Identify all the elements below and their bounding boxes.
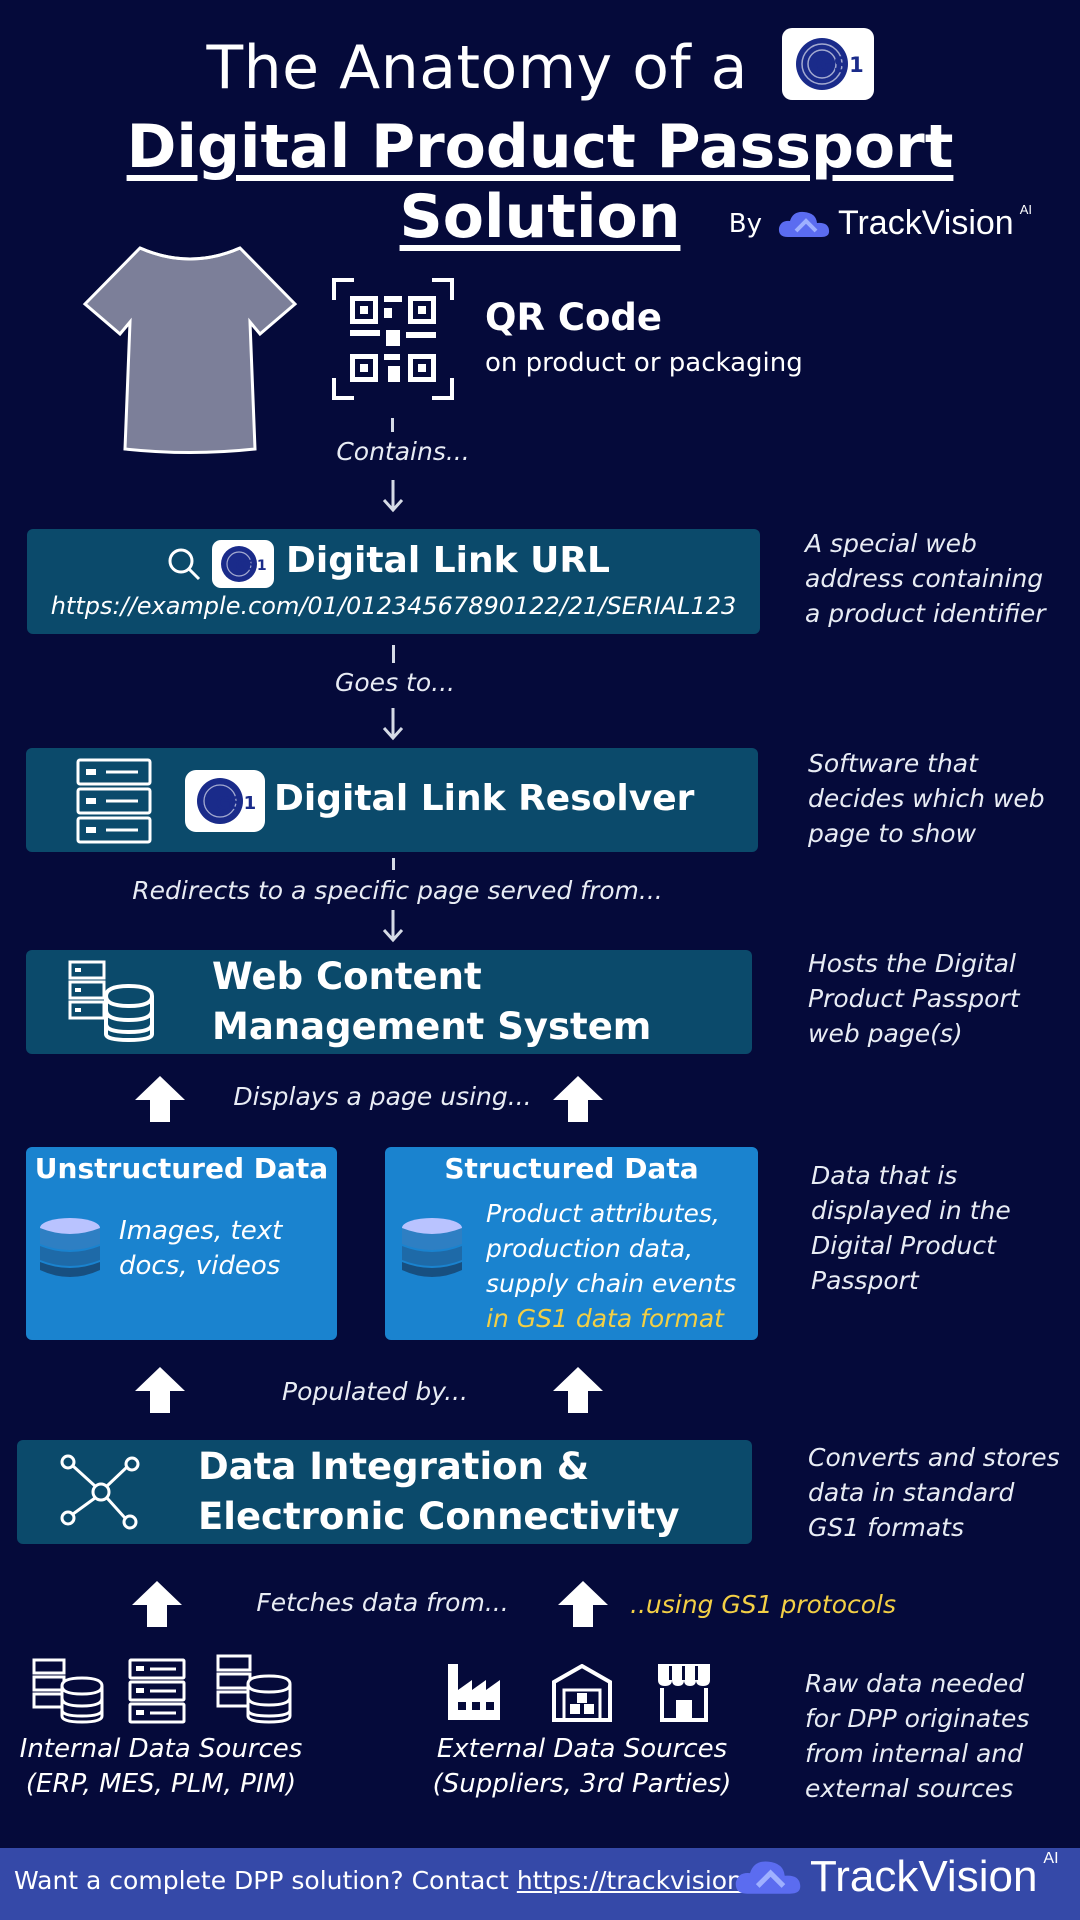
tshirt-icon: [82, 246, 298, 454]
by-label: By: [728, 208, 762, 239]
connector-dash: [392, 858, 395, 870]
cloud-icon: [735, 1861, 801, 1894]
gs1-format-highlight: in GS1 data format: [486, 1304, 724, 1333]
digital-link-title: Digital Link URL: [286, 540, 610, 581]
trackvision-logo: TrackVision AI: [776, 202, 1032, 243]
arrow-down-icon: [382, 708, 404, 741]
page-subtitle: Digital Product Passport Solution: [126, 112, 954, 252]
database-icon: [40, 1218, 100, 1277]
qr-title: QR Code: [485, 296, 662, 339]
connector-dash: [391, 418, 394, 432]
resolver-panel: [26, 748, 758, 852]
connector-fetches: Fetches data from...: [256, 1588, 509, 1617]
server-icon: [128, 1658, 186, 1724]
qr-subtitle: on product or packaging: [485, 348, 803, 378]
warehouse-icon: [552, 1664, 612, 1722]
database-icon: [402, 1218, 462, 1277]
connector-contains: Contains...: [336, 437, 470, 466]
structured-title: Structured Data: [444, 1152, 699, 1185]
server-database-icon: [32, 1658, 104, 1724]
arrow-up-icon: [132, 1581, 182, 1627]
brand-sup: AI: [1043, 1850, 1059, 1867]
connector-displays: Displays a page using...: [233, 1082, 532, 1111]
title-line1: The Anatomy of a: [206, 33, 748, 104]
arrow-up-icon: [558, 1581, 608, 1627]
server-icon: [76, 758, 152, 844]
footer-bar: [0, 1848, 1080, 1920]
gs1-logo-icon: GS1: [212, 540, 274, 588]
cloud-icon: [778, 211, 830, 237]
integration-panel: [17, 1440, 752, 1544]
arrow-up-icon: [135, 1367, 185, 1413]
arrow-up-icon: [553, 1076, 603, 1122]
gs1-logo-icon: GS1: [185, 770, 265, 832]
connector-goes-to: Goes to...: [335, 668, 455, 697]
store-icon: [658, 1664, 710, 1722]
gs1-protocols-note: ..using GS1 protocols: [630, 1590, 897, 1619]
unstructured-title: Unstructured Data: [34, 1152, 329, 1185]
connector-dash: [392, 645, 395, 663]
qr-code-icon: [332, 278, 454, 400]
footer-text: Want a complete DPP solution? Contact ht…: [14, 1866, 774, 1895]
footer-trackvision-logo: TrackVision AI: [732, 1850, 1059, 1902]
arrow-down-icon: [382, 910, 404, 943]
arrow-up-icon: [553, 1367, 603, 1413]
brand-name: TrackVision: [810, 1852, 1038, 1901]
footer-link[interactable]: https://trackvision.ai: [516, 1866, 774, 1895]
digital-link-url: https://example.com/01/01234567890122/21…: [50, 592, 737, 620]
network-icon: [60, 1454, 140, 1530]
search-icon: [168, 548, 201, 581]
external-sources-label: External Data Sources(Suppliers, 3rd Par…: [432, 1734, 732, 1799]
page-title: The Anatomy of a GS1: [0, 28, 1080, 115]
internal-sources-label: Internal Data Sources(ERP, MES, PLM, PIM…: [19, 1734, 303, 1799]
cms-title: Web Content Management System: [212, 955, 652, 1048]
structured-description: Product attributes,production data,suppl…: [486, 1196, 736, 1336]
server-database-icon: [216, 1654, 292, 1724]
factory-icon: [448, 1664, 500, 1720]
gs1-logo-icon: GS1: [781, 28, 874, 115]
integration-title: Data Integration & Electronic Connectivi…: [198, 1445, 680, 1538]
svg-text:GS1: GS1: [235, 558, 266, 574]
arrow-up-icon: [135, 1076, 185, 1122]
server-database-icon: [68, 960, 154, 1042]
connector-populated: Populated by...: [282, 1377, 468, 1406]
byline: By TrackVision AI: [728, 202, 1032, 243]
svg-text:GS1: GS1: [216, 793, 256, 814]
arrow-down-icon: [382, 480, 404, 513]
resolver-title: Digital Link Resolver: [274, 778, 695, 819]
brand-sup: AI: [1019, 202, 1032, 217]
digital-link-panel: [27, 529, 760, 634]
connector-redirects: Redirects to a specific page served from…: [132, 876, 663, 905]
svg-text:GS1: GS1: [815, 53, 863, 77]
brand-name: TrackVision: [837, 204, 1014, 242]
